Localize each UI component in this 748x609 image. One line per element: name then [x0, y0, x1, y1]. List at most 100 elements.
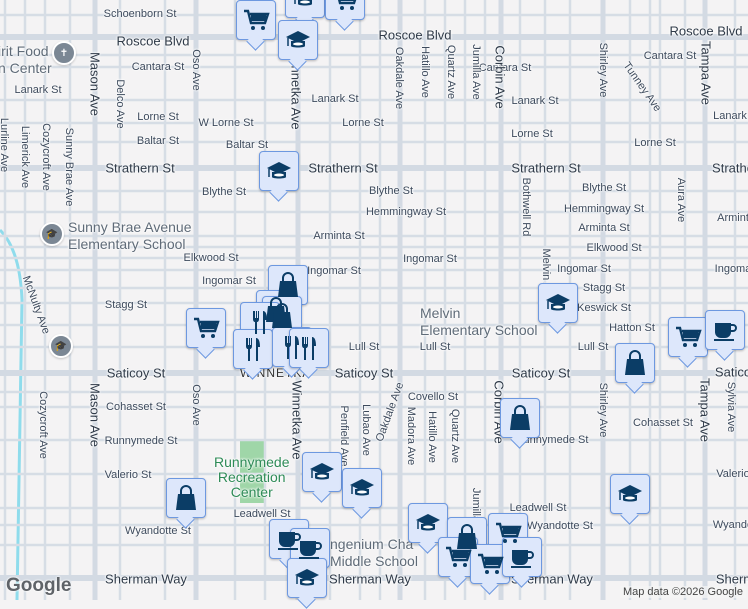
street-label: Saticoy St — [106, 365, 166, 381]
grocery-marker[interactable] — [668, 317, 708, 357]
street-label: Arminta St — [313, 230, 365, 242]
shopping-icon — [625, 350, 645, 375]
street-label: Cohasset St — [106, 401, 166, 413]
street-label: Baltar St — [225, 139, 269, 151]
grocery-marker[interactable] — [186, 308, 226, 348]
grocery-icon — [496, 522, 522, 543]
grocery-marker[interactable] — [488, 513, 528, 553]
street-label: Blythe St — [368, 185, 414, 197]
poi-label-food_center[interactable]: irit Food n Center — [0, 43, 52, 76]
street-label: Delco Ave — [114, 79, 126, 129]
school-marker[interactable] — [342, 468, 382, 508]
street-label: Ingomar St — [202, 275, 256, 287]
street-label: Lorne St — [137, 111, 179, 123]
street-label: Wyando — [712, 519, 748, 531]
school-icon — [295, 569, 319, 586]
school-icon — [267, 162, 291, 179]
street-label: Runnymede St — [104, 435, 178, 447]
shopping-marker[interactable] — [615, 343, 655, 383]
school-marker[interactable] — [259, 151, 299, 191]
street-label: Oso Ave — [190, 384, 202, 426]
street-label: Hatillo Ave — [426, 411, 438, 463]
google-logo: Google — [6, 575, 72, 596]
restaurant-icon — [253, 311, 267, 334]
street-label: Baltar St — [136, 135, 180, 147]
cafe-marker[interactable] — [290, 528, 330, 568]
street-label: Limerick Ave — [19, 125, 31, 189]
shopping-icon — [510, 405, 530, 430]
school-marker[interactable] — [278, 20, 318, 60]
school-poi-icon[interactable]: 🎓 — [40, 222, 64, 246]
street-label: Tampa Ave — [698, 40, 714, 106]
grocery-marker[interactable] — [470, 544, 510, 584]
school-marker[interactable] — [408, 503, 448, 543]
grocery-marker[interactable] — [438, 537, 478, 577]
restaurant-icon — [285, 336, 299, 359]
street-label: Mason Ave — [87, 382, 103, 448]
street-label: Strathern St — [511, 160, 581, 176]
street-label: Keswick St — [577, 302, 631, 314]
street-label: Sunny Brae Ave — [63, 127, 75, 207]
street-label: Quartz Ave — [449, 408, 461, 464]
poi-label-lengenium[interactable]: ngenium Cha Middle School — [330, 536, 418, 569]
street-label: Blythe St — [581, 182, 627, 194]
street-label: Lorne St — [511, 128, 553, 140]
school-marker[interactable] — [610, 474, 650, 514]
street-label: Oakdale Ave — [393, 46, 405, 110]
grocery-marker[interactable] — [325, 0, 365, 20]
school-marker[interactable] — [285, 0, 325, 18]
grocery-icon — [478, 553, 504, 574]
street-label: Lorne St — [634, 137, 676, 149]
street-label: Strathern St — [308, 160, 378, 176]
poi-label-melvin[interactable]: Melvin Elementary School — [420, 305, 538, 338]
park-area — [240, 441, 266, 503]
street-label: Schoenborn St — [103, 8, 177, 20]
street-label: Bothwell Rd — [520, 177, 532, 237]
street-label: Sherman Way — [329, 571, 411, 587]
street-label: Ingoma — [714, 263, 748, 275]
street-label: Cozycroft Ave — [40, 123, 52, 191]
shopping-marker[interactable] — [500, 398, 540, 438]
street-label: Saticoy St — [334, 365, 394, 381]
street-label: Madora Ave — [405, 406, 417, 466]
restaurant-marker[interactable] — [289, 328, 329, 368]
grocery-marker[interactable] — [236, 0, 276, 40]
street-label: Shirley Ave — [597, 42, 609, 98]
street-label: Shirley Ave — [597, 382, 609, 438]
street-label: Hemmingway St — [563, 203, 645, 215]
street-label: Valerio — [716, 468, 748, 480]
street-label: Aura Ave — [675, 177, 687, 223]
street-label: Roscoe Blvd — [116, 33, 190, 49]
street-label: Quartz Ave — [445, 44, 457, 100]
street-label: Cohasset St — [633, 417, 693, 429]
street-label: Lubao Ave — [360, 404, 372, 456]
school-poi-icon[interactable]: 🎓 — [49, 334, 73, 358]
school-icon — [310, 463, 334, 480]
street-label: Stagg St — [582, 282, 626, 294]
street-label: Roscoe Blvd — [378, 27, 452, 43]
street-label: Hatillo Ave — [419, 46, 431, 98]
street-label: Leadwell St — [233, 508, 291, 520]
poi-label-sunny_brae[interactable]: Sunny Brae Avenue Elementary School — [68, 219, 192, 252]
grocery-icon — [244, 9, 270, 30]
poi-label-runnymede[interactable]: Runnymede Recreation Center — [214, 454, 290, 500]
street-label: Strathe — [712, 160, 748, 176]
cafe-marker[interactable] — [502, 537, 542, 577]
street-label: Hatton St — [609, 322, 655, 334]
map-attribution[interactable]: Map data ©2026 Google — [619, 586, 746, 598]
shopping-marker[interactable] — [166, 478, 206, 518]
street-label: Blythe St — [201, 186, 247, 198]
school-marker[interactable] — [302, 452, 342, 492]
street-label: Oso Ave — [190, 49, 202, 91]
street-label: Leadwell St — [509, 502, 567, 514]
street-label: Lanark — [713, 110, 747, 122]
street-label: Lurline Ave — [0, 117, 10, 173]
street-label: Cantara St — [478, 62, 532, 74]
cafe-marker[interactable] — [705, 310, 745, 350]
school-marker[interactable] — [538, 283, 578, 323]
street-label: Lorne St — [342, 117, 384, 129]
school-marker[interactable] — [287, 558, 327, 598]
cafe-icon — [511, 550, 534, 568]
street-label: Corbin Ave — [492, 45, 508, 109]
church-poi-icon[interactable]: ✝ — [52, 41, 76, 65]
